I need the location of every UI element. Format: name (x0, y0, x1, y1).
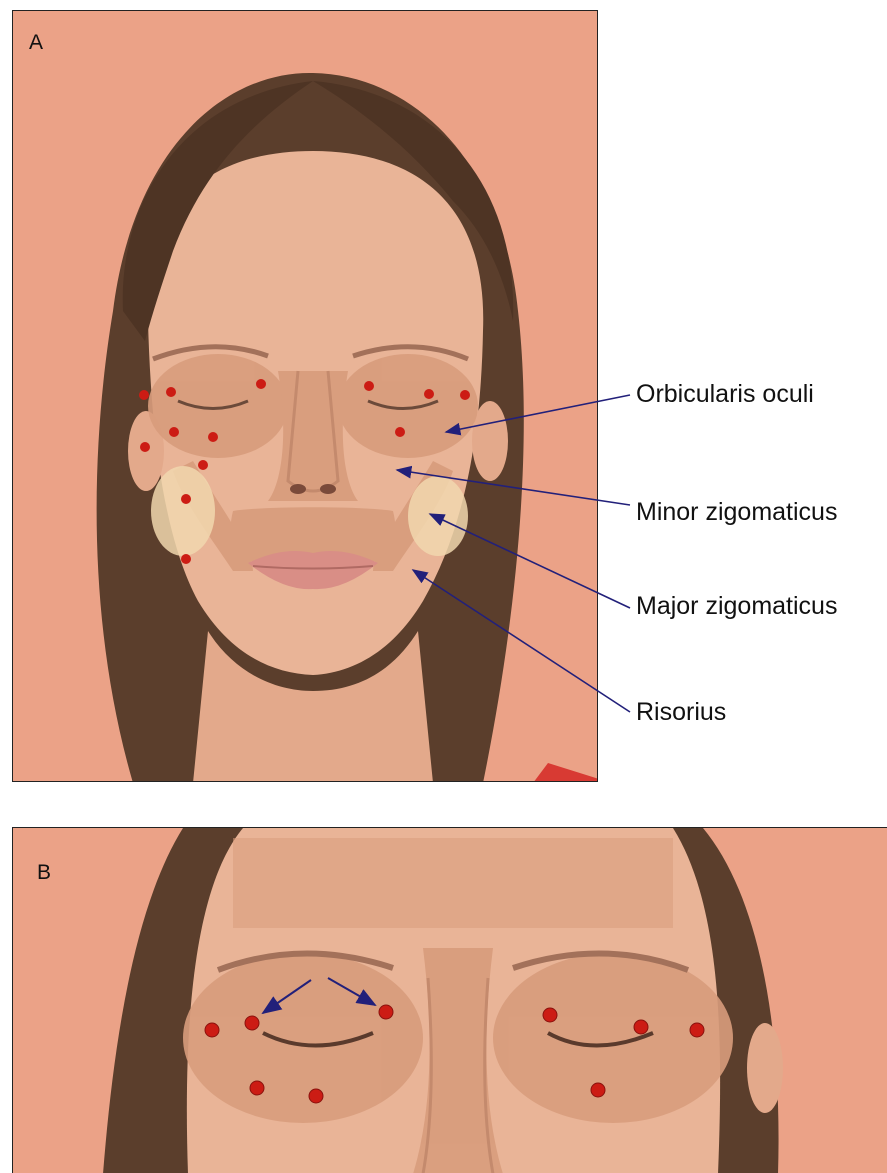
panel-b-letter: B (37, 861, 51, 885)
panel-a-figure: A (12, 10, 598, 782)
label-orbicularis-oculi: Orbicularis oculi (636, 380, 814, 409)
label-minor-zigomaticus: Minor zigomaticus (636, 498, 837, 527)
face-illustration-a (13, 11, 598, 782)
panel-a-letter: A (29, 31, 43, 55)
face-illustration-b (13, 828, 887, 1173)
label-risorius: Risorius (636, 698, 726, 727)
panel-b-figure: B (12, 827, 887, 1173)
label-major-zigomaticus: Major zigomaticus (636, 592, 837, 621)
